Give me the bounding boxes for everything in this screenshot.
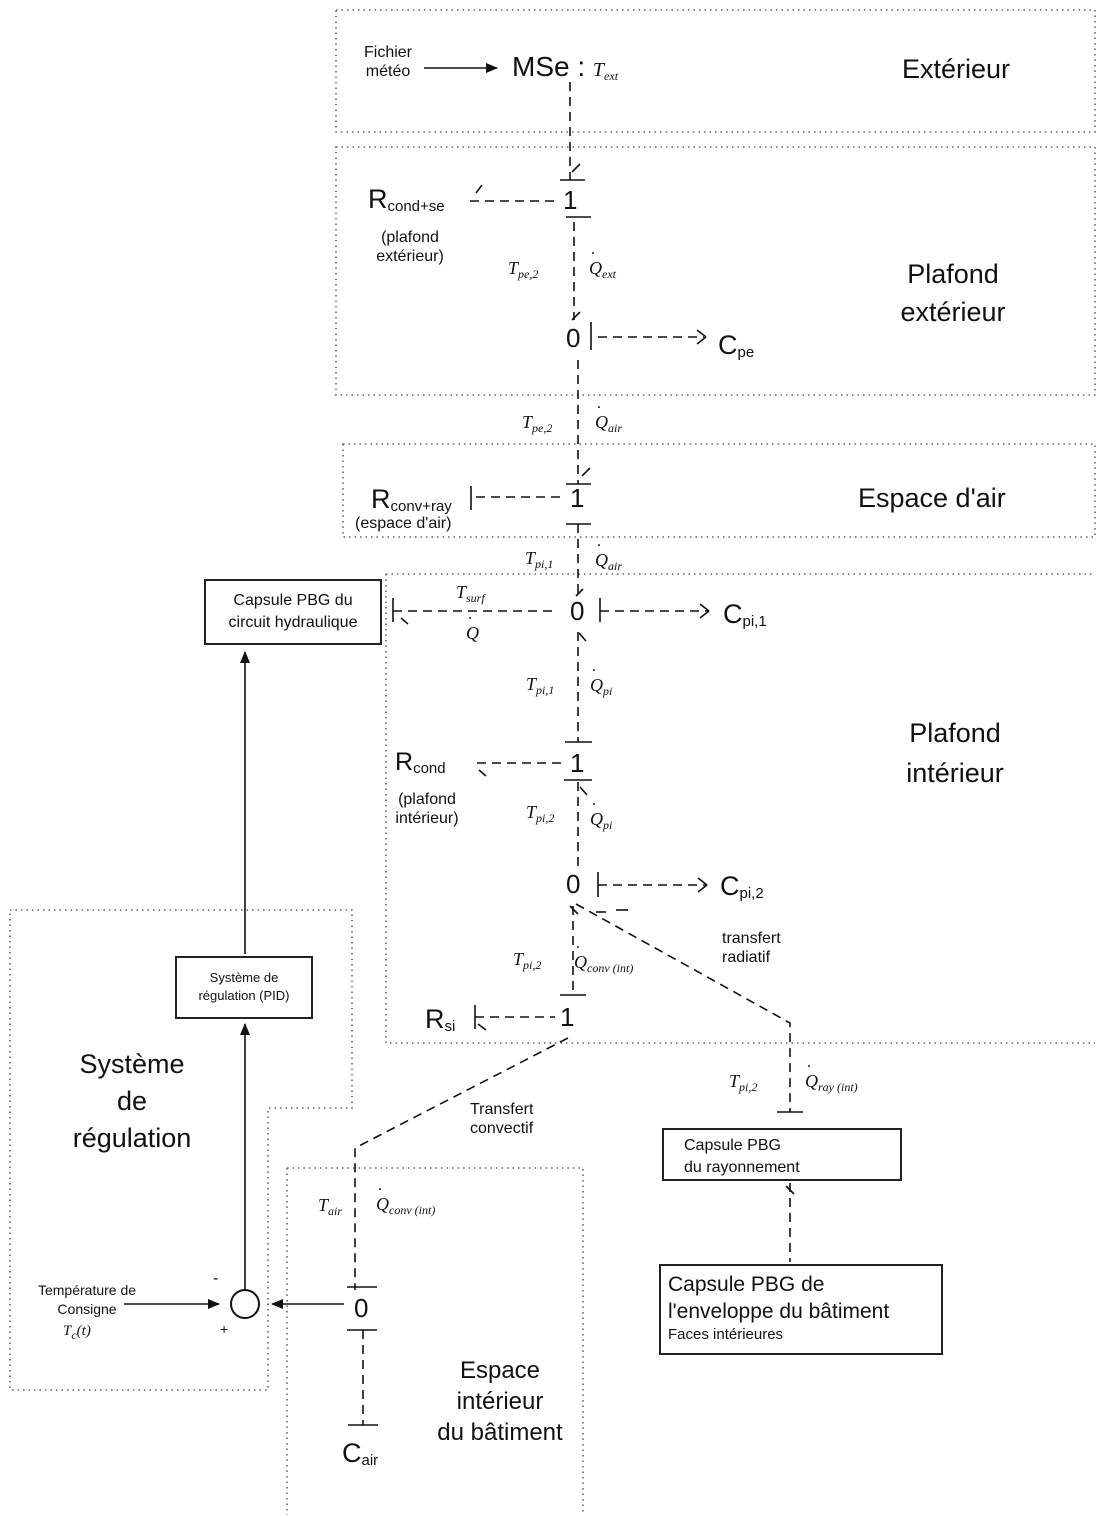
c-air: Cair (342, 1438, 379, 1469)
b1-flow: Qext (589, 249, 616, 280)
junction-0-plafond-ext: 0 (566, 323, 581, 353)
r-conv-ray-note: (espace d'air) (355, 515, 452, 532)
r-cond-se: Rcond+se (368, 184, 445, 215)
b-hydro-flow: Q (466, 614, 479, 642)
r-si: Rsi (425, 1004, 456, 1035)
b6-effort: Tpi,2 (513, 949, 542, 972)
junction-1-rcond: 1 (570, 748, 585, 778)
frame-exterieur (335, 9, 1096, 133)
region-exterieur: Extérieur (902, 54, 1011, 84)
b8-flow: Qconv (int) (376, 1185, 435, 1216)
junction-0-pi1: 0 (570, 596, 585, 626)
b4-effort: Tpi,1 (526, 674, 555, 697)
b5-flow: Qpi (590, 800, 612, 831)
comparator-minus: - (213, 1270, 219, 1287)
r-cond: Rcond (395, 748, 446, 777)
c-pi2: Cpi,2 (720, 871, 764, 902)
b5-effort: Tpi,2 (526, 802, 555, 825)
junction-0-pi2: 0 (566, 869, 581, 899)
frame-systeme-regulation (9, 909, 353, 1391)
b6-flow: Qconv (int) (574, 943, 633, 974)
junction-1-rsi: 1 (560, 1002, 575, 1032)
b1-effort: Tpe,2 (508, 258, 539, 281)
junction-0-air: 0 (354, 1293, 369, 1323)
frame-espace-air (342, 443, 1096, 538)
b4-flow: Qpi (590, 666, 612, 697)
mse-source: MSe : Text (512, 51, 619, 83)
tc-label: Tc(t) (63, 1323, 91, 1342)
b7-flow: Qray (int) (805, 1062, 858, 1093)
b-hydro-effort: Tsurf (456, 582, 485, 605)
junction-1-espace-air: 1 (570, 483, 585, 513)
c-pe: Cpe (718, 330, 755, 361)
capsule-enveloppe-box[interactable]: Capsule PBG de l'enveloppe du bâtiment F… (659, 1264, 943, 1355)
b7-effort: Tpi,2 (729, 1071, 758, 1094)
bond-convectif (354, 1037, 569, 1290)
frame-plafond-interieur (385, 573, 1095, 1044)
region-espace-air: Espace d'air (858, 483, 1006, 513)
b3-effort: Tpi,1 (525, 548, 554, 571)
frame-espace-interieur (286, 1167, 584, 1515)
c-pi1: Cpi,1 (723, 599, 767, 630)
comparator-plus: + (220, 1321, 229, 1337)
b2-effort: Tpe,2 (522, 412, 553, 435)
b2-flow: Qair (595, 403, 622, 434)
r-conv-ray: Rconv+ray (371, 484, 452, 515)
junction-1-plafond-ext: 1 (563, 185, 578, 215)
b8-effort: Tair (318, 1195, 343, 1218)
bond-radiatif (575, 903, 791, 1112)
comparator-circle (230, 1289, 260, 1319)
frame-plafond-exterieur (335, 146, 1096, 396)
b3-flow: Qair (595, 541, 622, 572)
